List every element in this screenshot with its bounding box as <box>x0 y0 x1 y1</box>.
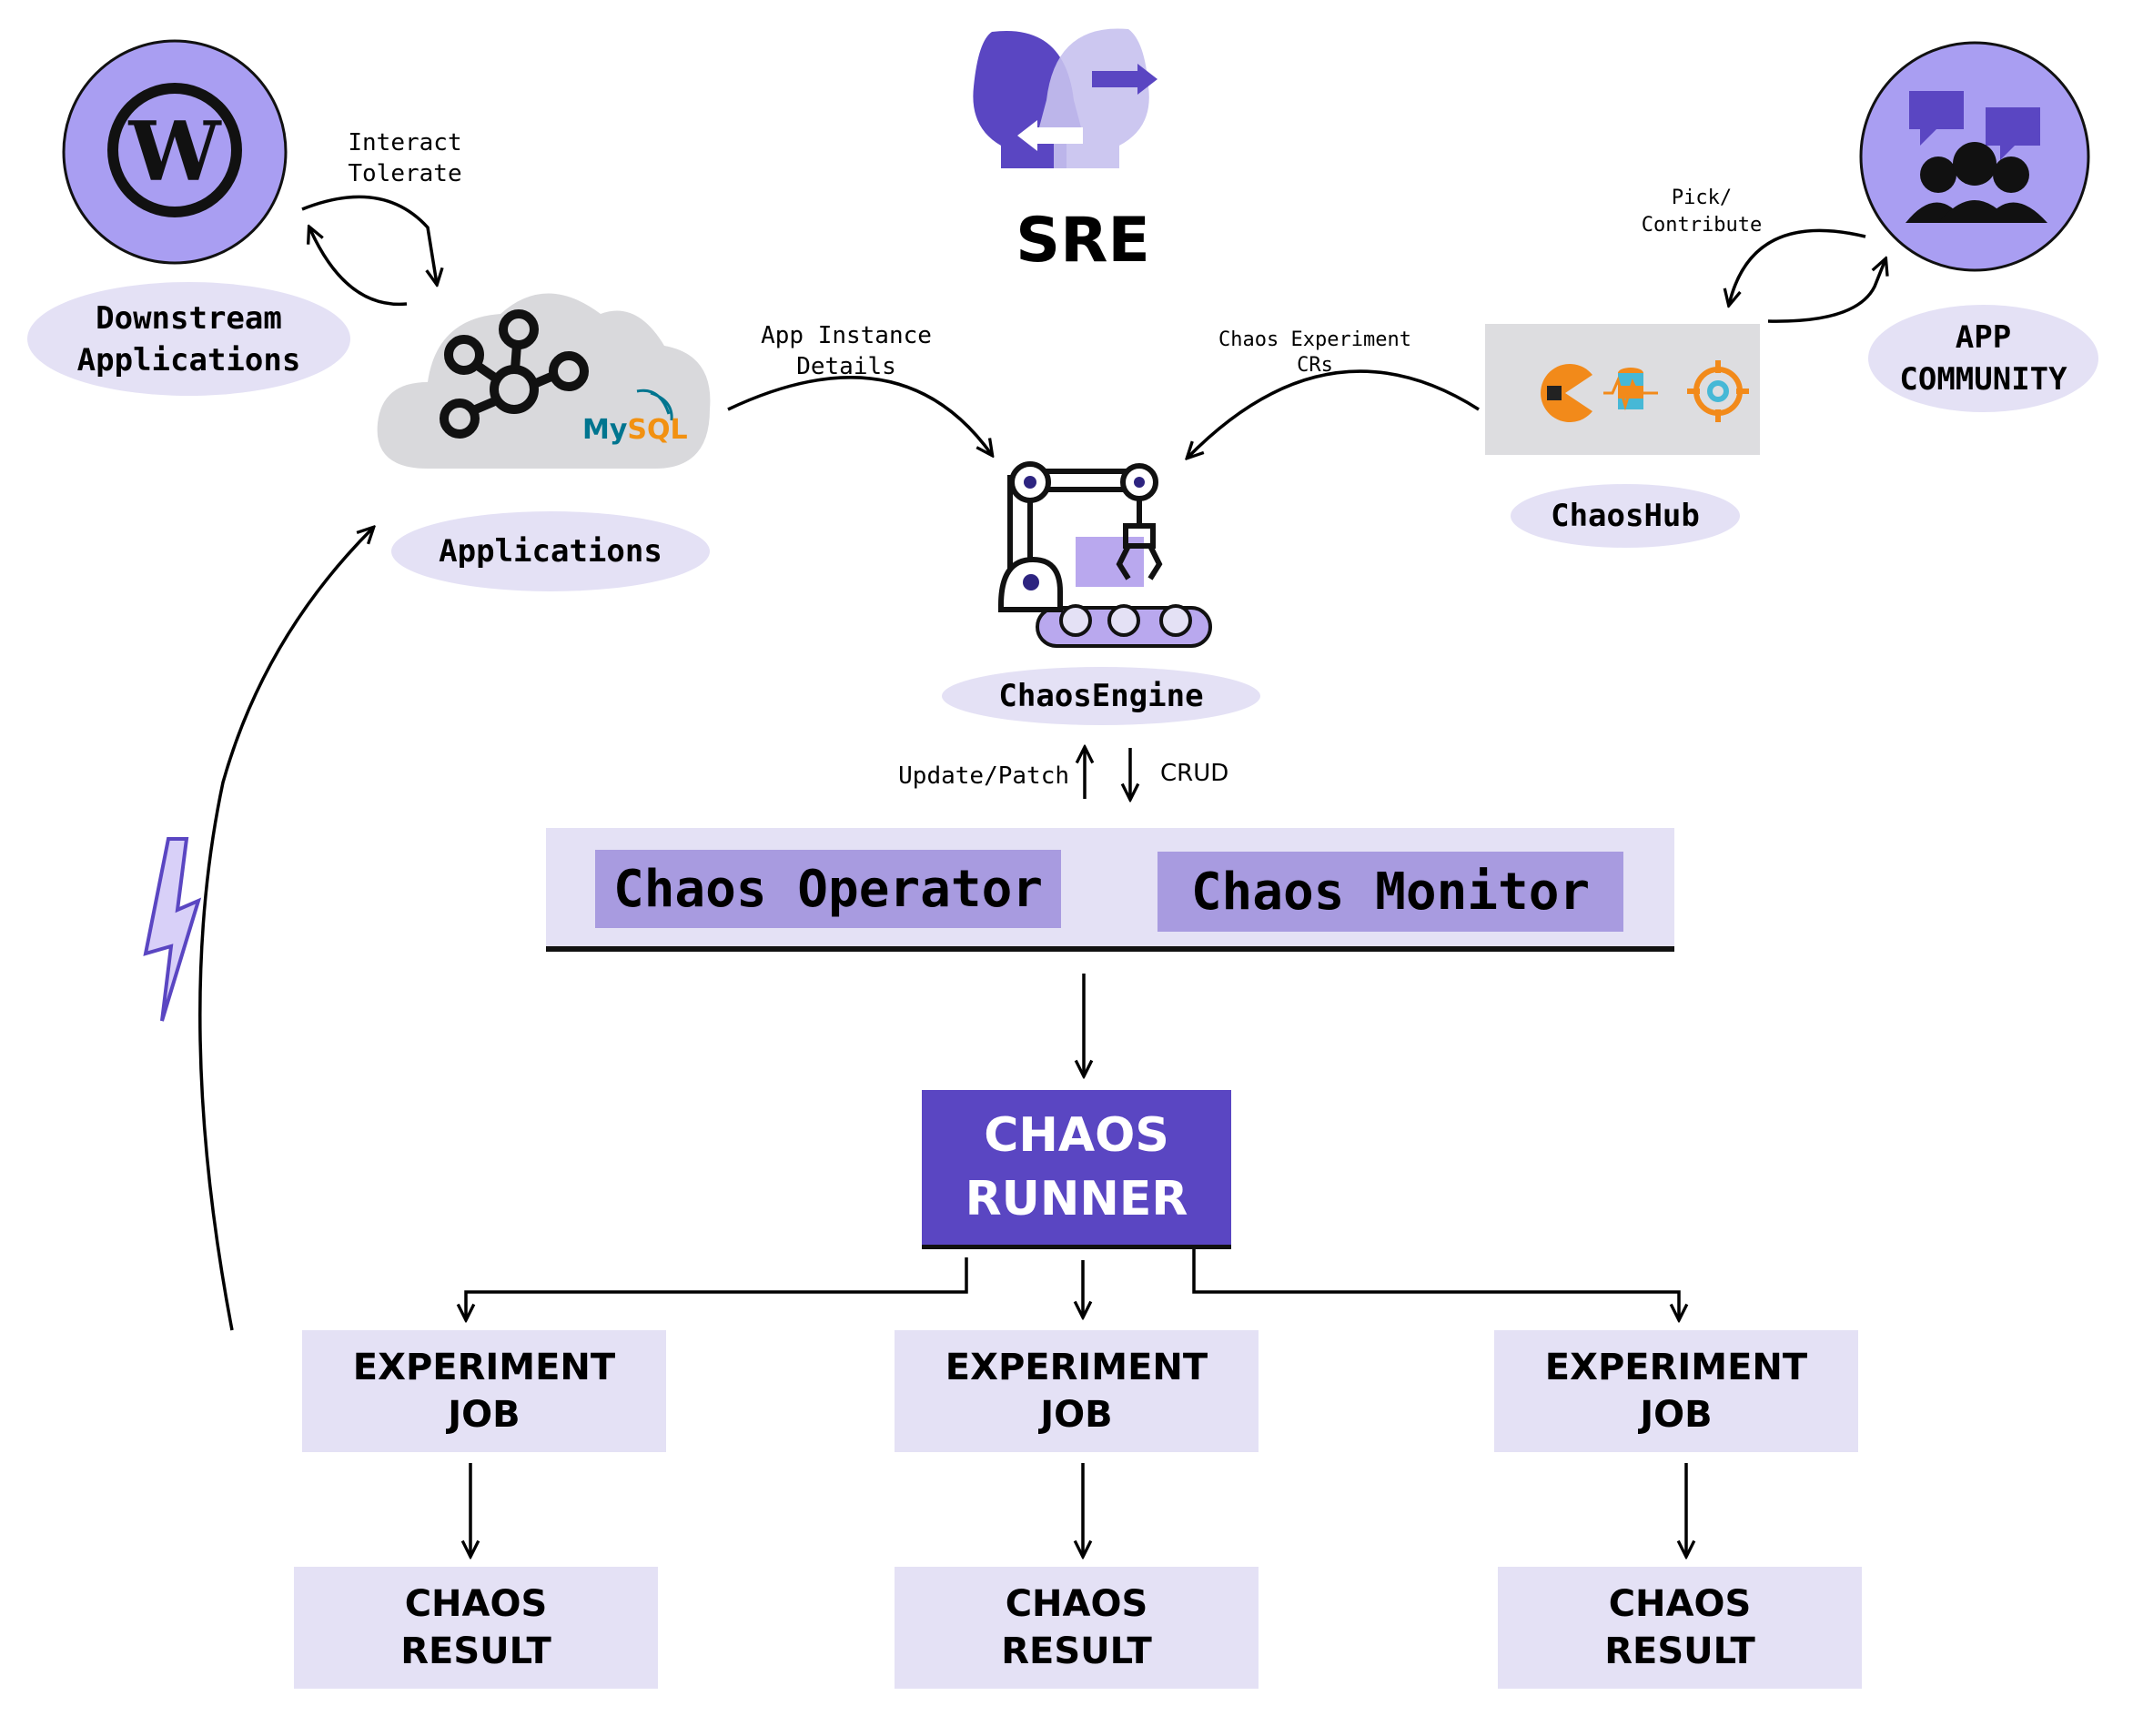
update-patch-label: Update/Patch <box>898 762 1069 790</box>
experiment-job-1: EXPERIMENT JOB <box>302 1330 666 1452</box>
sre-title: SRE <box>1016 205 1150 277</box>
downstream-applications-label: Downstream Applications <box>27 282 350 396</box>
chaos-result-2: CHAOS RESULT <box>895 1567 1259 1689</box>
sre-heads-icon <box>973 28 1157 168</box>
experiment-job-3: EXPERIMENT JOB <box>1494 1330 1858 1452</box>
operator-panel: Chaos Operator Chaos Monitor <box>546 828 1674 946</box>
lightning-icon <box>143 837 202 1022</box>
chaos-monitor: Chaos Monitor <box>1157 852 1623 932</box>
mysql-my: My <box>582 414 628 446</box>
arrows <box>198 195 1885 1556</box>
chaos-experiment-crs-label: Chaos Experiment CRs <box>1218 328 1411 377</box>
chaos-operator: Chaos Operator <box>595 850 1061 928</box>
pacman-icon <box>1541 363 1592 422</box>
chaosengine-label: ChaosEngine <box>942 667 1260 725</box>
mysql-logo: MySQL <box>582 414 688 446</box>
app-instance-details-label: App Instance Details <box>761 322 932 380</box>
chaos-runner: CHAOS RUNNER <box>922 1090 1231 1245</box>
wordpress-icon: W <box>62 39 288 265</box>
applications-label: Applications <box>391 511 710 591</box>
chaoshub-label: ChaosHub <box>1511 484 1740 548</box>
robot-arm-icon <box>998 461 1212 648</box>
community-icon <box>1859 41 2090 272</box>
pick-contribute-label: Pick/ Contribute <box>1641 187 1763 237</box>
chaos-result-1: CHAOS RESULT <box>294 1567 658 1689</box>
app-community-label: APP COMMUNITY <box>1868 305 2098 412</box>
experiment-job-2: EXPERIMENT JOB <box>895 1330 1259 1452</box>
svg-text:W: W <box>127 104 222 200</box>
target-gear-icon <box>1687 360 1749 422</box>
database-pulse-icon <box>1603 368 1658 411</box>
mysql-sql: SQL <box>627 414 688 446</box>
chaos-result-3: CHAOS RESULT <box>1498 1567 1862 1689</box>
interact-tolerate-label: Interact Tolerate <box>348 129 462 187</box>
mysql-icon <box>636 389 673 421</box>
kafka-icon <box>440 309 589 439</box>
crud-label: CRUD <box>1160 760 1229 787</box>
